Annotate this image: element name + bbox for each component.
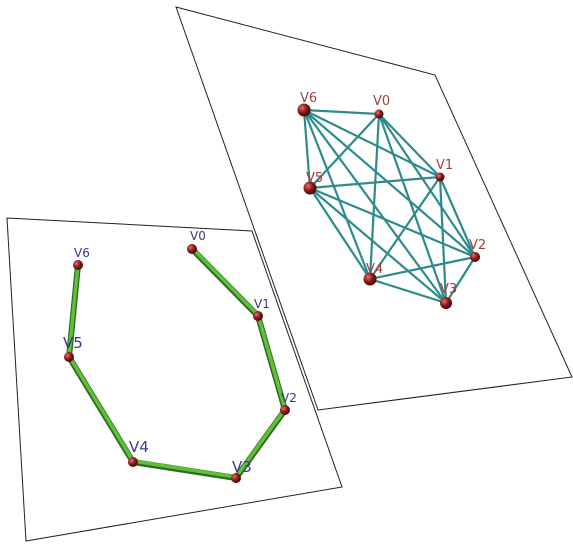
complete-graph-edges	[302, 108, 477, 305]
path-vertex-label-v6: V6	[74, 246, 90, 260]
path-vertex-v1	[253, 311, 263, 321]
path-vertex-label-v4: V4	[129, 438, 149, 456]
vertex-v0	[374, 109, 384, 119]
vertex-label-v3: V3	[440, 282, 457, 297]
vertex-v5	[303, 181, 317, 195]
vertex-label-v2: V2	[469, 238, 486, 253]
path-vertex-v4	[128, 457, 138, 467]
edge-v1-v5	[308, 175, 442, 190]
edge-v1-v2	[438, 175, 477, 259]
path-vertex-label-v1: V1	[254, 297, 270, 311]
path-vertex-label-v0: V0	[190, 229, 206, 243]
path-vertex-v2	[280, 405, 290, 415]
edge-v2-v3	[444, 255, 477, 305]
edge-v6-v4	[302, 108, 372, 281]
vertex-label-v6: V6	[300, 91, 317, 106]
edge-v0-v5	[308, 112, 381, 190]
edge-v0-v1	[190, 246, 260, 317]
edge-v6-v5	[302, 108, 312, 190]
vertex-label-v5: V5	[306, 171, 323, 186]
path-vertex-label-v3: V3	[232, 458, 252, 476]
vertex-v3	[440, 297, 452, 309]
edge-v4-v5	[67, 354, 135, 463]
vertex-v2	[470, 252, 480, 262]
vertex-v1	[435, 172, 445, 182]
vertex-v4	[363, 272, 377, 286]
path-graph-edges	[66, 246, 288, 481]
edge-v2-v3	[234, 407, 287, 479]
path-vertex-v0	[187, 244, 197, 254]
edge-v0-v1	[377, 112, 442, 179]
edge-v5-v2	[308, 186, 477, 259]
left-plane	[6, 217, 343, 542]
path-graph-vertices	[64, 244, 290, 483]
path-vertex-v6	[73, 260, 83, 270]
vertex-label-v4: V4	[366, 262, 383, 277]
edge-v4-v3	[368, 277, 448, 305]
vertex-v6	[297, 103, 311, 117]
path-vertex-v5	[64, 352, 74, 362]
edge-v1-v2	[256, 313, 287, 411]
edge-v6-v2	[302, 108, 477, 259]
vertex-label-v1: V1	[436, 158, 453, 173]
edge-v2-v4	[368, 255, 477, 281]
edge-v6-v1	[302, 108, 442, 179]
edge-v5-v3	[308, 186, 448, 305]
edge-v0-v3	[377, 112, 448, 305]
edge-v3-v4	[131, 459, 238, 479]
edge-v6-v0	[302, 108, 381, 116]
edge-v0-v4	[368, 112, 381, 281]
complete-graph-vertices	[297, 103, 480, 309]
edge-v0-v2	[377, 112, 477, 259]
edge-v5-v6	[67, 262, 80, 358]
path-vertex-v3	[231, 473, 241, 483]
edge-v5-v4	[308, 186, 372, 281]
path-vertex-label-v2: V2	[281, 391, 297, 405]
vertex-label-v0: V0	[373, 94, 390, 109]
path-vertex-label-v5: V5	[63, 334, 83, 352]
edge-v1-v3	[438, 175, 448, 305]
